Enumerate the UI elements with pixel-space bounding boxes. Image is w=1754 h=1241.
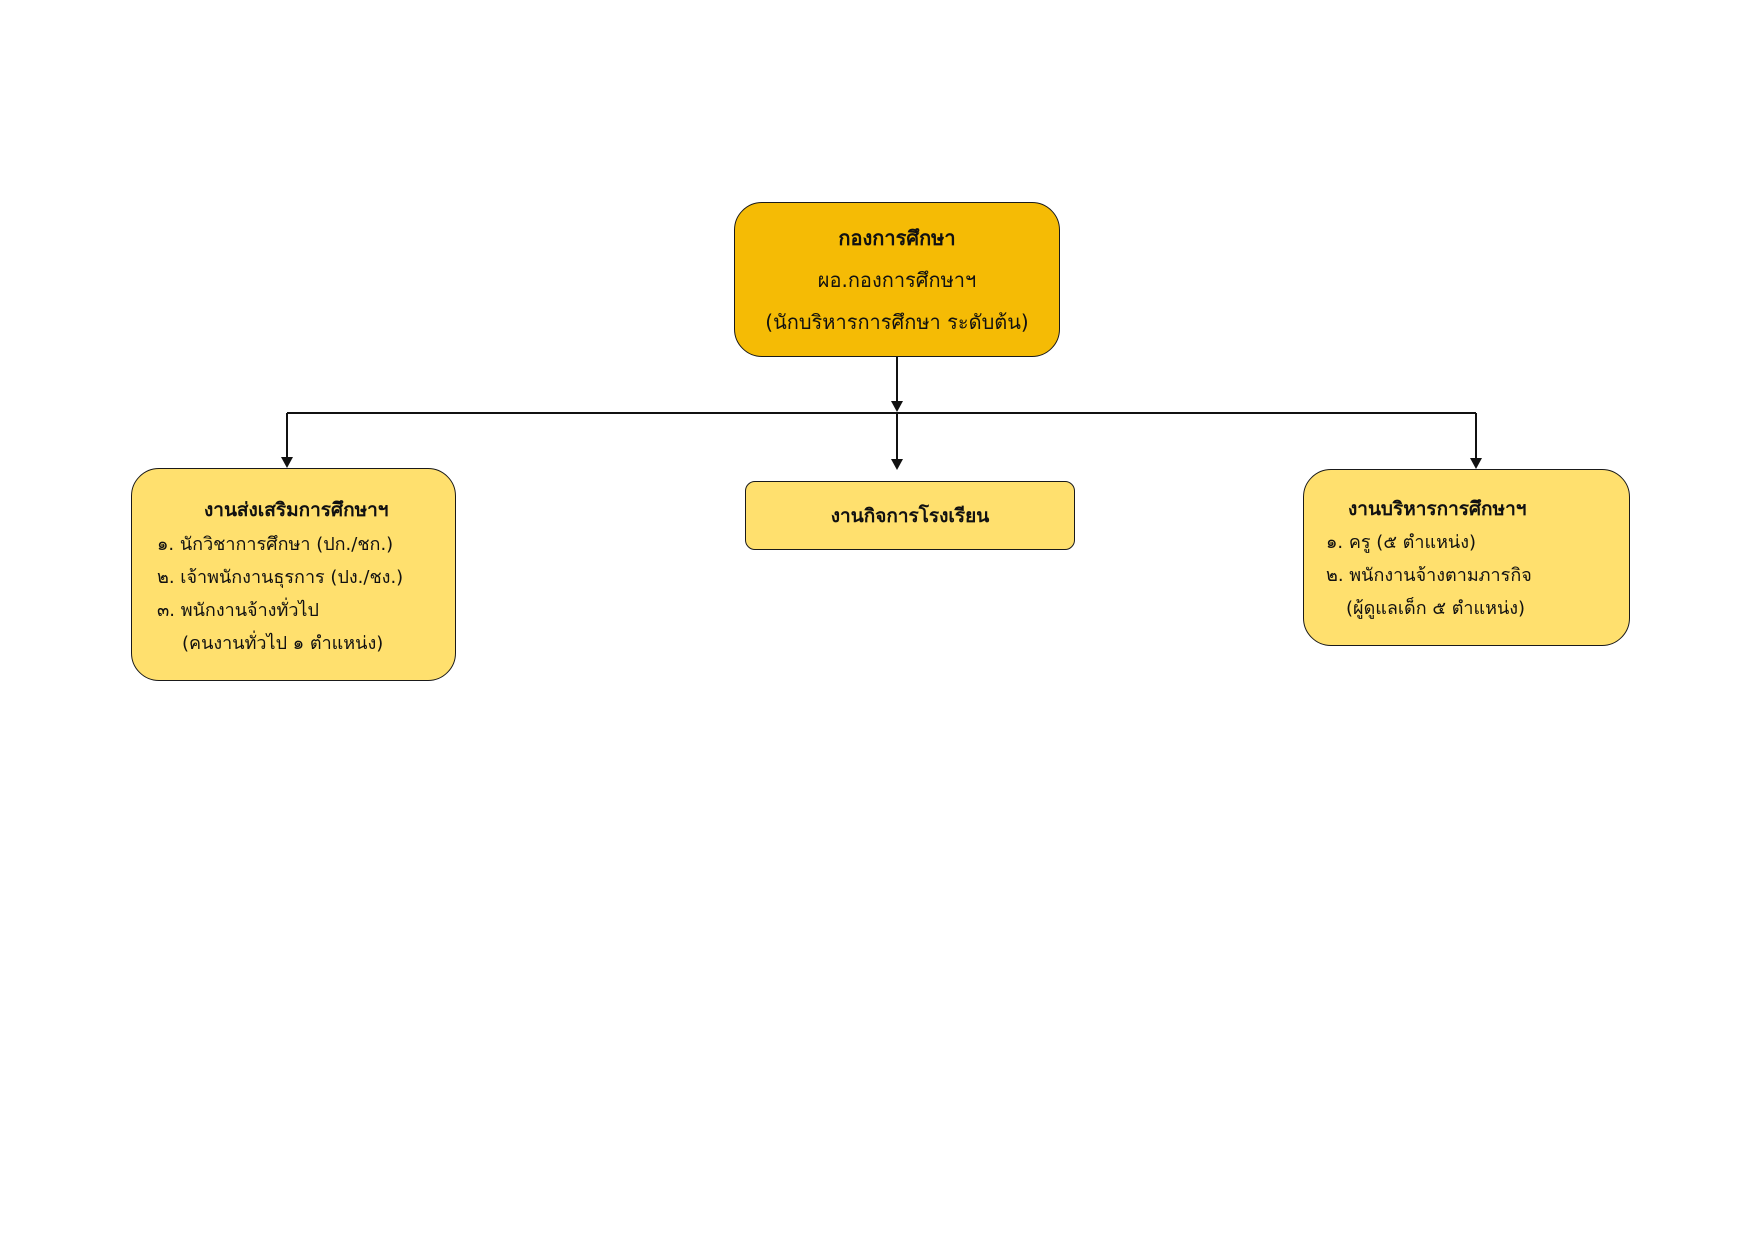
education-promotion-item: ๑. นักวิชาการศึกษา (ปก./ชก.) [157,534,394,555]
education-promotion-title: งานส่งเสริมการศึกษาฯ [204,499,389,521]
school-affairs-box: งานกิจการโรงเรียน [745,481,1075,550]
education-promotion-item: ๒. เจ้าพนักงานธุรการ (ปง./ชง.) [157,567,404,588]
education-promotion-box: งานส่งเสริมการศึกษาฯ ๑. นักวิชาการศึกษา … [131,468,456,681]
school-affairs-title: งานกิจการโรงเรียน [830,504,990,527]
education-admin-item: ๑. ครู (๕ ตำแหน่ง) [1326,532,1477,553]
division-title: กองการศึกษา [838,225,956,250]
education-admin-title: งานบริหารการศึกษาฯ [1348,498,1527,520]
education-promotion-item: ๓. พนักงานจ้างทั่วไป [157,600,319,621]
education-promotion-item: (คนงานทั่วไป ๑ ตำแหน่ง) [182,633,384,654]
education-admin-box: งานบริหารการศึกษาฯ ๑. ครู (๕ ตำแหน่ง) ๒.… [1303,469,1630,646]
education-admin-item: ๒. พนักงานจ้างตามภารกิจ [1326,565,1532,586]
education-admin-item: (ผู้ดูแลเด็ก ๕ ตำแหน่ง) [1346,598,1526,619]
division-director: ผอ.กองการศึกษาฯ [817,267,977,292]
division-director-level: (นักบริหารการศึกษา ระดับต้น) [765,309,1029,334]
division-box: กองการศึกษา ผอ.กองการศึกษาฯ (นักบริหารกา… [734,202,1060,357]
